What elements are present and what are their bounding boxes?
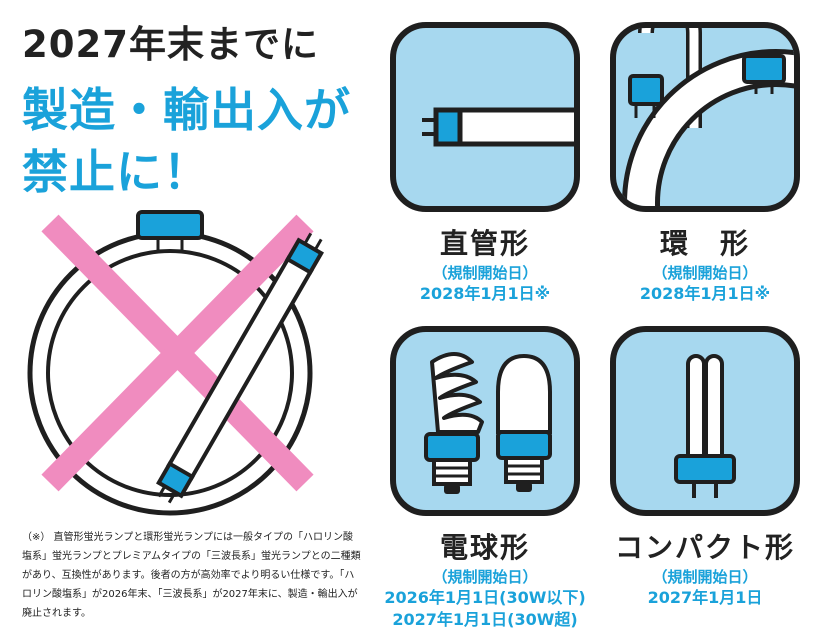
caption-straight: 直管形 （規制開始日） 2028年1月1日※: [370, 222, 600, 305]
caption-bulb: 電球形 （規制開始日） 2026年1月1日(30W以下) 2027年1月1日(3…: [370, 526, 600, 631]
lamp-name-bulb: 電球形: [439, 531, 530, 564]
regulation-label-compact: （規制開始日）: [652, 568, 758, 586]
regulation-label-ring: （規制開始日）: [652, 264, 758, 282]
standard-bulb-icon: [496, 353, 552, 492]
ring-lamp-icon: [622, 28, 794, 206]
pink-cross-icon: [41, 214, 314, 492]
compact-lamp-icon: [674, 354, 736, 498]
tile-bulb-lamp: [390, 326, 580, 516]
banned-lamps-illustration: [27, 210, 324, 516]
footnote: （※） 直管形蛍光ランプと環形蛍光ランプには一般タイプの「ハロリン酸塩系」蛍光ラ…: [22, 532, 361, 619]
bulb-lamps-icon: [424, 352, 552, 494]
lamp-name-compact: コンパクト形: [614, 531, 795, 564]
caption-compact: コンパクト形 （規制開始日） 2027年1月1日: [590, 526, 820, 609]
circular-lamp-icon: [27, 210, 313, 516]
straight-tube-icon: [422, 107, 574, 147]
straight-tube-lamp-icon: [156, 232, 324, 504]
headline-line-1: 2027年末までに: [22, 23, 319, 66]
regulation-date-bulb-1: 2026年1月1日(30W以下): [384, 588, 586, 607]
spiral-bulb-icon: [424, 352, 484, 494]
regulation-label-straight: （規制開始日）: [432, 264, 538, 282]
tile-straight-tube: [390, 22, 580, 212]
tile-ring-lamp: [610, 22, 800, 212]
headline-line-2: 製造・輸出入が: [22, 83, 351, 137]
tile-compact-lamp: [610, 326, 800, 516]
headline-line-3: 禁止に！: [22, 145, 210, 199]
regulation-date-bulb-2: 2027年1月1日(30W超): [392, 610, 578, 629]
regulation-date-straight: 2028年1月1日※: [419, 284, 551, 303]
regulation-date-compact: 2027年1月1日: [647, 588, 763, 607]
lamp-name-straight: 直管形: [439, 227, 530, 260]
caption-ring: 環 形 （規制開始日） 2028年1月1日※: [590, 222, 820, 305]
regulation-date-ring: 2028年1月1日※: [639, 284, 771, 303]
regulation-label-bulb: （規制開始日）: [432, 568, 538, 586]
lamp-name-ring: 環 形: [659, 227, 750, 260]
